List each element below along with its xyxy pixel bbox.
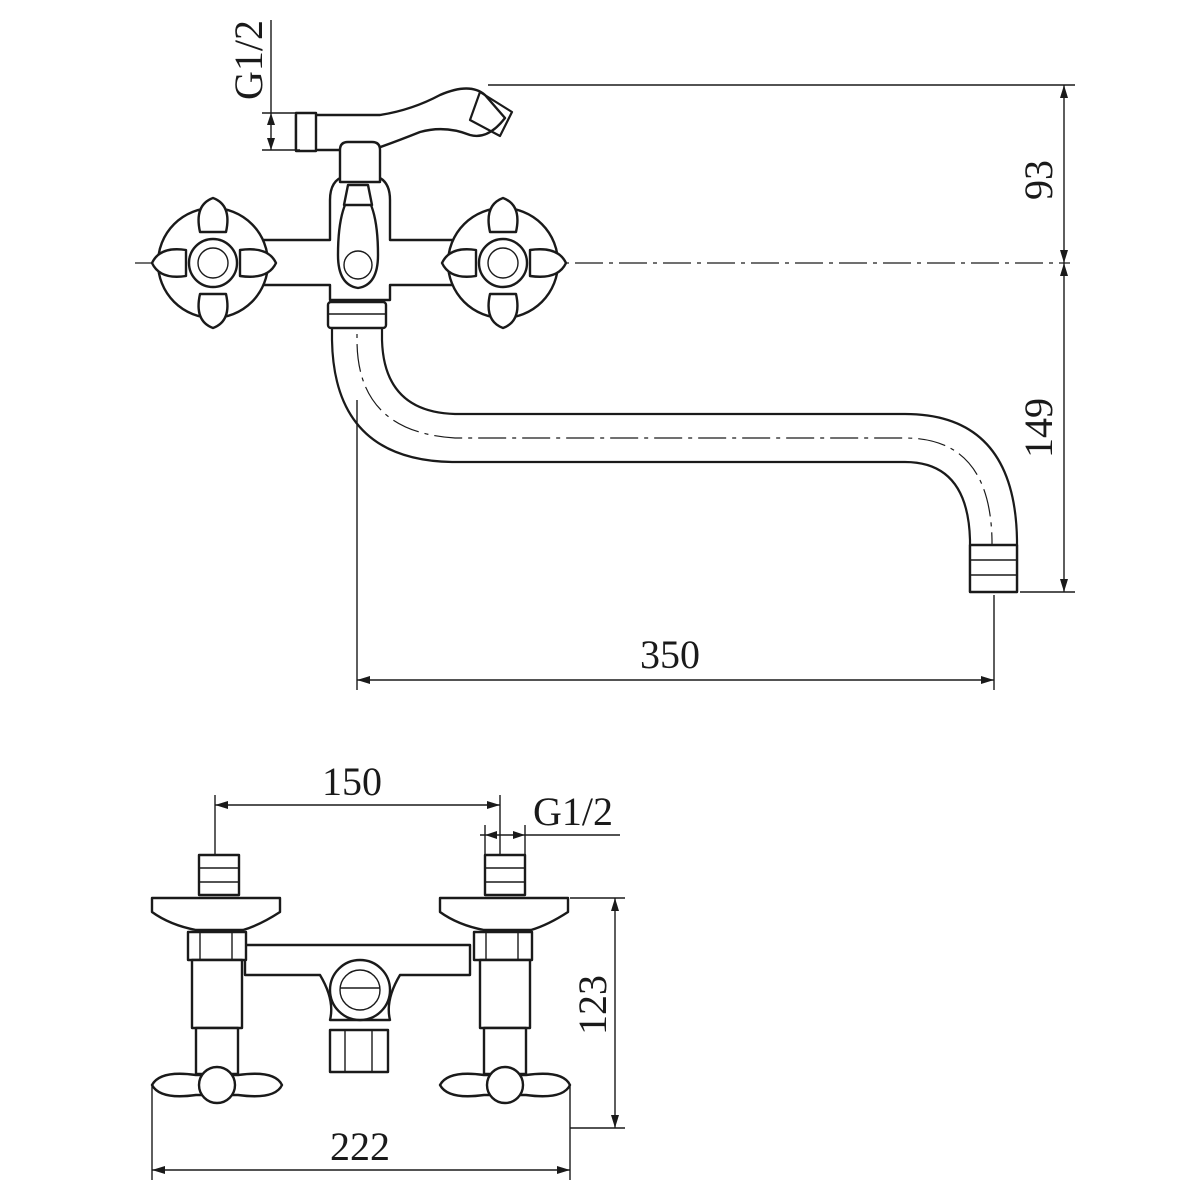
- spout-lower-edge: [330, 320, 972, 594]
- front-right-valve: [438, 853, 572, 1105]
- front-outlet: [328, 1028, 390, 1074]
- front-diverter: [328, 958, 392, 1022]
- upper-view: G1/2 93 149 350: [135, 20, 1075, 690]
- spout-centerline: [356, 300, 993, 580]
- dimension-spout-reach: 350: [356, 400, 995, 690]
- thread-label-top: G1/2: [226, 20, 271, 100]
- lower-view: 150 G1/2 123 222: [150, 759, 625, 1180]
- height-lower-label: 149: [1016, 398, 1061, 458]
- thread-label-front: G1/2: [533, 789, 613, 834]
- spout-collar: [326, 300, 388, 330]
- spout-aerator: [968, 543, 1019, 594]
- outlet-neck: [338, 140, 382, 184]
- front-left-valve: [150, 853, 284, 1105]
- height-upper-label: 93: [1016, 160, 1061, 200]
- shower-holder-end: [468, 90, 514, 138]
- dimension-center-distance: 150: [214, 759, 501, 855]
- dimension-height-front: 123: [570, 897, 625, 1129]
- center-distance-label: 150: [322, 759, 382, 804]
- dimension-thread-front: G1/2: [480, 789, 620, 855]
- overall-width-label: 222: [330, 1124, 390, 1169]
- dimension-overall-width: 222: [151, 1085, 571, 1180]
- dimension-thread-top: G1/2: [226, 20, 300, 151]
- left-cross-handle: [150, 196, 278, 330]
- dimension-height-right: 93 149: [488, 84, 1075, 593]
- spout-upper-edge: [380, 320, 1019, 594]
- right-cross-handle: [440, 196, 568, 330]
- spout-reach-label: 350: [640, 632, 700, 677]
- height-front-label: 123: [570, 975, 615, 1035]
- shower-thread: [294, 111, 318, 153]
- shower-outlet-arm: [294, 87, 507, 152]
